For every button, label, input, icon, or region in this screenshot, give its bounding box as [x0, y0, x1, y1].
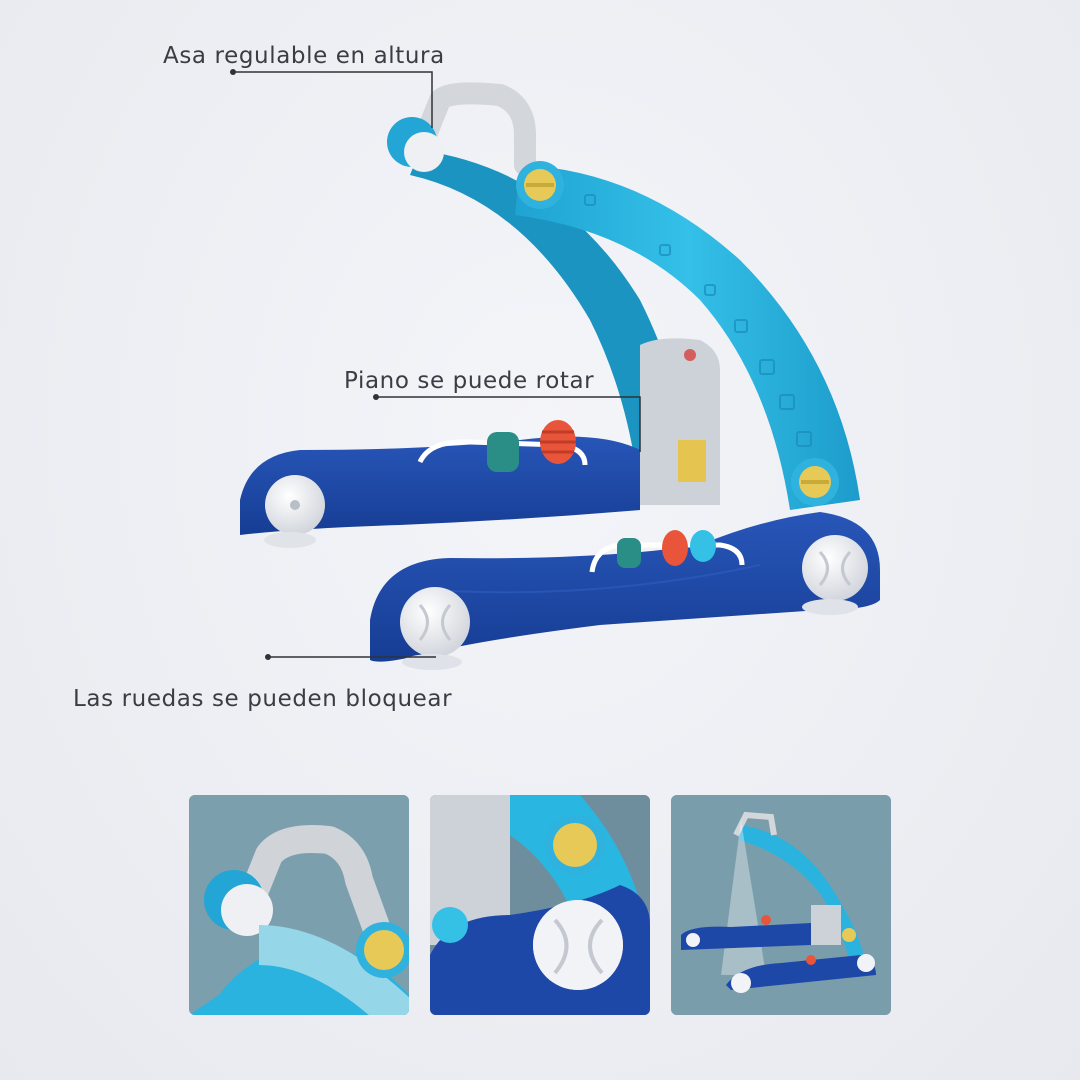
back-base	[240, 436, 640, 535]
handle	[409, 82, 536, 176]
baby-walker-illustration	[230, 69, 880, 670]
callout-piano-rotate: Piano se puede rotar	[344, 368, 595, 394]
callout-handle-height: Asa regulable en altura	[163, 43, 445, 69]
front-right-wheel-icon	[802, 535, 868, 601]
front-arch	[515, 165, 860, 510]
bead-green-icon	[487, 432, 519, 472]
thumbnail-wheel	[430, 795, 650, 1015]
callout-wheels-lock: Las ruedas se pueden bloquear	[73, 686, 453, 712]
front-left-wheel-icon	[400, 587, 470, 657]
thumbnail-handle	[189, 795, 409, 1015]
leader-lines	[233, 71, 641, 658]
thumbnail-walker-overview	[671, 795, 891, 1015]
